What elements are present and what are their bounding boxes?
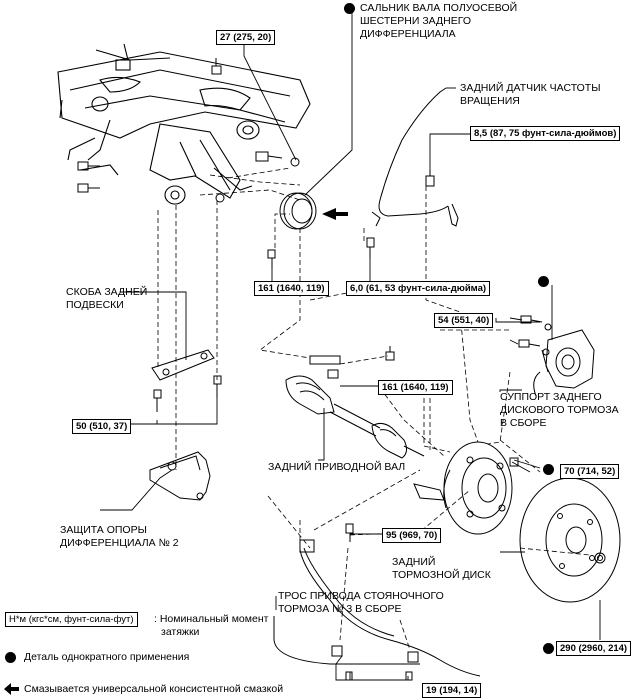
parking-cable-label-line2: ТОРМОЗА № 3 В СБОРЕ (278, 603, 402, 615)
parking-cable-drawing (273, 523, 481, 681)
legend-grease-text: Смазывается универсальной консистентной … (24, 683, 284, 695)
speed-sensor-label: ЗАДНИЙ ДАТЧИК ЧАСТОТЫ ВРАЩЕНИЯ (460, 82, 601, 108)
brake-caliper-drawing (518, 315, 595, 397)
torque-161-a: 161 (1640, 119) (254, 281, 329, 296)
non-reusable-part-icon-caliper (538, 276, 549, 287)
torque-19: 19 (194, 14) (422, 683, 482, 698)
brake-disc-label: ЗАДНИЙ ТОРМОЗНОЙ ДИСК (392, 556, 491, 582)
hub-backing-plate-drawing (413, 441, 519, 535)
brake-caliper-label-line1: СУППОРТ ЗАДНЕГО (500, 391, 602, 403)
torque-8-5: 8,5 (87, 75 фунт-сила-дюймов) (470, 126, 621, 141)
drive-shaft-label: ЗАДНИЙ ПРИВОДНОЙ ВАЛ (268, 461, 406, 473)
diff-guard-label-line1: ЗАЩИТА ОПОРЫ (60, 524, 147, 536)
suspension-bracket-label-line1: СКОБА ЗАДНЕЙ (66, 286, 148, 298)
torque-54: 54 (551, 40) (434, 313, 494, 328)
brake-caliper-label: СУППОРТ ЗАДНЕГО ДИСКОВОГО ТОРМОЗА В СБОР… (500, 391, 619, 430)
drive-shaft-drawing (285, 346, 425, 459)
diff-guard-drawing (149, 451, 211, 501)
parking-cable-label: ТРОС ПРИВОДА СТОЯНОЧНОГО ТОРМОЗА № 3 В С… (278, 590, 444, 616)
non-reusable-part-icon-disc (543, 643, 554, 654)
speed-sensor-label-line1: ЗАДНИЙ ДАТЧИК ЧАСТОТЫ (460, 82, 601, 94)
brake-disc-label-line1: ЗАДНИЙ (392, 556, 436, 568)
oil-seal-label-line2: ШЕСТЕРНИ ЗАДНЕГО (360, 15, 471, 27)
torque-70: 70 (714, 52) (560, 464, 620, 479)
brake-disc-label-line2: ТОРМОЗНОЙ ДИСК (392, 569, 491, 581)
brake-disc-drawing (519, 477, 621, 603)
diff-guard-label: ЗАЩИТА ОПОРЫ ДИФФЕРЕНЦИАЛА № 2 (60, 524, 179, 550)
grease-arrow (322, 208, 348, 220)
oil-seal-label-line1: САЛЬНИК ВАЛА ПОЛУОСЕВОЙ (360, 2, 518, 14)
oil-seal-drawing (279, 192, 317, 230)
speed-sensor-label-line2: ВРАЩЕНИЯ (460, 95, 520, 107)
oil-seal-label-line3: ДИФФЕРЕНЦИАЛА (360, 28, 456, 40)
parking-cable-label-line1: ТРОС ПРИВОДА СТОЯНОЧНОГО (278, 590, 444, 602)
torque-6-0: 6,0 (61, 53 фунт-сила-дюйма) (346, 281, 491, 296)
subframe-bolts (77, 58, 300, 203)
rear-subframe (57, 43, 311, 205)
oil-seal-label: САЛЬНИК ВАЛА ПОЛУОСЕВОЙ ШЕСТЕРНИ ЗАДНЕГО… (360, 2, 517, 41)
torque-27: 27 (275, 20) (216, 30, 276, 45)
suspension-bracket-label: СКОБА ЗАДНЕЙ ПОДВЕСКИ (66, 286, 147, 312)
legend-torque-box: Н*м (кгс*см, фунт-сила-фут) (5, 612, 138, 627)
legend-non-reusable-text: Деталь однократного применения (24, 651, 190, 663)
torque-161-b: 161 (1640, 119) (378, 380, 453, 395)
non-reusable-part-icon (344, 3, 355, 14)
torque-290: 290 (2960, 214) (556, 641, 632, 656)
diff-guard-label-line2: ДИФФЕРЕНЦИАЛА № 2 (60, 537, 179, 549)
legend-torque-text-line2: затяжки (161, 626, 200, 638)
speed-sensor-drawing (366, 87, 459, 258)
legend-grease-arrow-icon (4, 683, 19, 695)
brake-caliper-label-line3: В СБОРЕ (500, 417, 547, 429)
legend-torque-text: : Номинальный момент затяжки (154, 613, 269, 638)
non-reusable-part-icon-nut (543, 464, 554, 475)
suspension-bracket-label-line2: ПОДВЕСКИ (66, 299, 124, 311)
legend-torque-text-line1: Номинальный момент (159, 613, 269, 625)
legend-non-reusable-icon (5, 652, 16, 663)
torque-50: 50 (510, 37) (72, 419, 132, 434)
torque-95: 95 (969, 70) (382, 528, 442, 543)
brake-caliper-label-line2: ДИСКОВОГО ТОРМОЗА (500, 404, 619, 416)
suspension-bracket-drawing (151, 349, 222, 412)
